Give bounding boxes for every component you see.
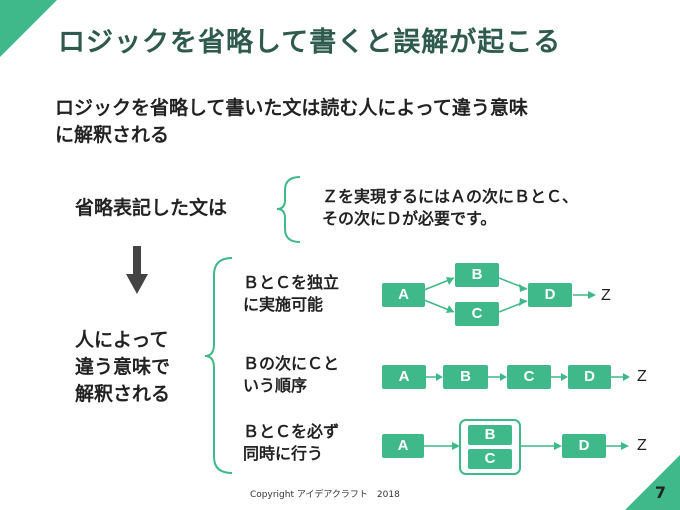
simultaneous-group — [459, 419, 521, 475]
page-number: 7 — [654, 483, 666, 502]
abbreviated-label: 省略表記した文は — [75, 197, 228, 219]
interpretations-label: 人によって 違う意味で 解釈される — [75, 327, 170, 408]
label-line: ＢとＣを必ず — [243, 422, 340, 441]
node-b: B — [468, 425, 512, 445]
node-a: A — [382, 283, 425, 307]
interpretation-3-label: ＢとＣを必ず 同時に行う — [243, 421, 339, 465]
bottom-right-corner-triangle — [625, 455, 680, 510]
abbreviated-description: Ｚを実現するにはＡの次にＢとＣ、 その次にＤが必要です。 — [322, 186, 578, 230]
slide-subtitle: ロジックを省略して書いた文は読む人によって違う意味 に解釈される — [55, 95, 528, 149]
node-d: D — [568, 365, 611, 389]
node-z: Z — [637, 368, 647, 385]
node-z: Z — [637, 437, 647, 454]
label-line: ＢとＣを独立 — [243, 273, 340, 292]
down-arrow-icon — [126, 246, 148, 294]
description-line: Ｚを実現するにはＡの次にＢとＣ、 — [322, 187, 579, 206]
label-line: 同時に行う — [243, 444, 324, 463]
brace-icon — [204, 257, 233, 474]
node-b: B — [455, 263, 499, 287]
description-line: その次にＤが必要です。 — [322, 209, 497, 228]
node-c: C — [455, 302, 499, 326]
node-c: C — [507, 365, 551, 389]
label-line: いう順序 — [243, 376, 308, 395]
node-c: C — [468, 449, 512, 469]
node-a: A — [382, 365, 426, 389]
subtitle-line: ロジックを省略して書いた文は読む人によって違う意味 — [55, 97, 528, 119]
slide-title: ロジックを省略して書くと誤解が起こる — [58, 27, 562, 58]
node-d: D — [528, 283, 572, 307]
node-z: Z — [601, 287, 611, 304]
brace-icon — [276, 176, 301, 243]
label-line: に実施可能 — [243, 295, 324, 314]
label-line: 人によって — [75, 329, 169, 351]
interpretation-2-label: Ｂの次にＣと いう順序 — [243, 353, 339, 397]
interpretation-1-label: ＢとＣを独立 に実施可能 — [243, 272, 339, 316]
node-a: A — [382, 434, 424, 458]
subtitle-line: に解釈される — [55, 124, 170, 146]
top-left-corner-triangle — [0, 0, 57, 57]
node-b: B — [443, 365, 488, 389]
label-line: 解釈される — [75, 383, 171, 405]
node-d: D — [562, 434, 606, 458]
label-line: 違う意味で — [75, 356, 171, 378]
copyright-notice: Copyright アイデアクラフト 2018 — [250, 490, 400, 500]
label-line: Ｂの次にＣと — [243, 354, 340, 373]
